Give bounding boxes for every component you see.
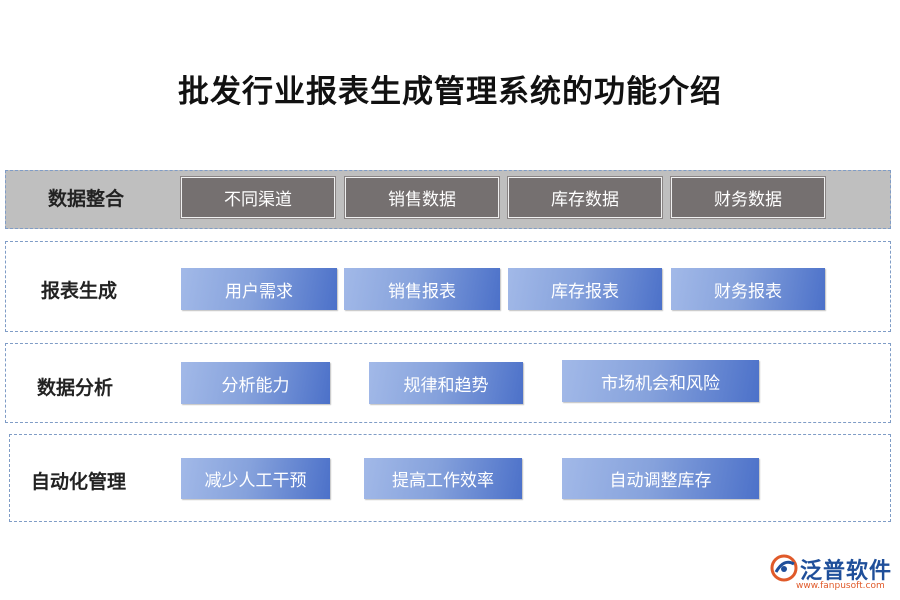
row-automation-management: 自动化管理 减少人工干预 提高工作效率 自动调整库存	[9, 434, 891, 522]
logo-name: 泛普软件	[800, 559, 893, 584]
item-box: 用户需求	[181, 268, 337, 310]
fanpu-logo-icon	[770, 554, 798, 582]
row-label: 数据整合	[48, 188, 125, 210]
row-report-generation: 报表生成 用户需求 销售报表 库存报表 财务报表	[5, 241, 891, 332]
row-data-integration: 数据整合 不同渠道 销售数据 库存数据 财务数据	[5, 170, 891, 229]
row-label: 自动化管理	[31, 471, 127, 493]
row-label: 报表生成	[41, 280, 118, 302]
logo-url: www.fanpusoft.com	[796, 581, 885, 591]
item-box: 销售报表	[344, 268, 500, 310]
item-box: 自动调整库存	[562, 458, 759, 499]
row-label: 数据分析	[37, 377, 114, 399]
item-box: 不同渠道	[180, 176, 336, 219]
item-box: 减少人工干预	[181, 458, 330, 499]
brand-logo: 泛普软件 www.fanpusoft.com	[770, 551, 895, 596]
row-data-analysis: 数据分析 分析能力 规律和趋势 市场机会和风险	[5, 343, 891, 423]
item-box: 市场机会和风险	[562, 360, 759, 402]
page-title: 批发行业报表生成管理系统的功能介绍	[178, 74, 722, 110]
item-box: 规律和趋势	[369, 362, 523, 404]
item-box: 提高工作效率	[364, 458, 522, 499]
item-box: 财务数据	[670, 176, 826, 219]
item-box: 财务报表	[671, 268, 825, 310]
item-box: 库存数据	[507, 176, 663, 219]
item-box: 库存报表	[508, 268, 662, 310]
item-box: 销售数据	[344, 176, 500, 219]
item-box: 分析能力	[181, 362, 330, 404]
